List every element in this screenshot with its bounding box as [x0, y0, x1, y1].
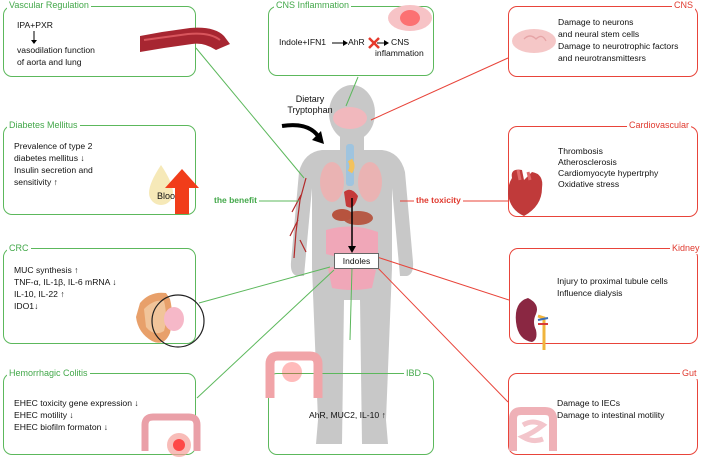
benefit-label: the benefit	[212, 195, 259, 205]
hc-line-3: EHEC biofilm formaton ↓	[14, 422, 109, 432]
diabetes-mellitus-box	[3, 125, 196, 215]
cns-inflammation-line-1: Indole+IFN1	[279, 37, 327, 47]
gut-box	[508, 373, 698, 455]
crc-line-1: MUC synthesis ↑	[14, 265, 79, 275]
body-organs	[320, 107, 382, 290]
hemorrhagic-colitis-title: Hemorrhagic Colitis	[7, 368, 90, 379]
vascular-line-1: IPA+PXR	[17, 20, 53, 30]
down-arrow-icon: ↓	[134, 398, 139, 408]
cns-line-4: and neurotransmittesrs	[558, 53, 646, 63]
kidney-icon	[515, 298, 549, 350]
up-arrow-icon: ↑	[60, 289, 65, 299]
blood-drop-icon	[149, 165, 173, 205]
right-arrow-icon	[332, 40, 348, 46]
up-arrow-icon: ↑	[53, 177, 58, 187]
big-up-arrow-icon	[165, 169, 199, 214]
up-arrow-icon: ↑	[74, 265, 79, 275]
gut-line-1: Damage to IECs	[557, 398, 621, 408]
kidney-title: Kidney	[670, 243, 702, 254]
crc-box	[3, 248, 196, 344]
kidney-box	[509, 248, 698, 344]
down-arrow-icon	[31, 31, 37, 44]
crc-title: CRC	[7, 243, 31, 254]
cns-inflammation-line-2: inflammation	[375, 48, 424, 58]
crc-line-4: IDO1↓	[14, 301, 39, 311]
colon-inflamed-icon	[265, 351, 323, 398]
cns-inflammation-ahr: AhR	[348, 37, 365, 47]
down-arrow-icon: ↓	[112, 277, 117, 287]
ibd-title: IBD	[404, 368, 424, 379]
intestine-icon	[509, 407, 557, 451]
vascular-line-2: vasodilation function	[17, 45, 95, 55]
colon-hemorrhage-icon	[141, 413, 201, 457]
red-connectors	[370, 57, 510, 403]
diabetes-mellitus-title: Diabetes Mellitus	[7, 120, 80, 131]
diabetes-line-3: Insulin secretion and	[14, 165, 93, 175]
cns-title: CNS	[672, 0, 696, 11]
cardio-line-3: Cardiomyocyte hypertrphy	[558, 168, 659, 178]
up-arrow-icon: ↑	[381, 410, 386, 420]
gut-title: Gut	[680, 368, 699, 379]
kidney-line-1: Injury to proximal tubule cells	[557, 276, 668, 286]
down-arrow-icon: ↓	[103, 422, 109, 432]
cardio-line-4: Oxidative stress	[558, 179, 620, 189]
dietary-arrow	[281, 123, 320, 138]
hemorrhagic-colitis-box	[3, 373, 196, 455]
heart-icon	[508, 169, 543, 216]
indoles-label: Indoles	[334, 253, 379, 269]
cns-line-2: and neural stem cells	[558, 29, 640, 39]
cns-inflammation-title: CNS Inflammation	[274, 0, 352, 11]
hc-line-2: EHEC motility ↓	[14, 410, 74, 420]
down-arrow-icon: ↓	[34, 301, 39, 311]
cardio-line-1: Thrombosis	[558, 146, 603, 156]
diabetes-line-1: Prevalence of type 2	[14, 141, 93, 151]
crc-line-3: IL-10, IL-22 ↑	[14, 289, 65, 299]
brain-inflamed-icon	[388, 5, 432, 31]
vascular-line-3: of aorta and lung	[17, 57, 82, 67]
cns-box	[508, 6, 698, 77]
ibd-box	[268, 373, 434, 455]
toxicity-label: the toxicity	[414, 195, 463, 205]
colon-tumor-icon	[136, 292, 205, 348]
blocked-x-icon	[368, 37, 380, 49]
crc-line-2: TNF-α, IL-1β, IL-6 mRNA ↓	[14, 277, 117, 287]
kidney-line-2: Influence dialysis	[557, 288, 623, 298]
down-arrow-icon: ↓	[80, 153, 85, 163]
gut-line-2: Damage to intestinal motility	[557, 410, 665, 420]
cns-line-3: Damage to neurotrophic factors	[558, 41, 679, 51]
brain-icon	[512, 29, 556, 53]
right-arrow-icon	[377, 40, 389, 46]
cns-line-1: Damage to neurons	[558, 17, 634, 27]
vascular-regulation-title: Vascular Regulation	[7, 0, 91, 11]
cardiovascular-title: Cardiovascular	[627, 120, 692, 131]
diabetes-line-4: sensitivity ↑	[14, 177, 58, 187]
arm-vessels	[289, 177, 307, 259]
dietary-tryptophan-label: Dietary Tryptophan	[287, 94, 333, 115]
ibd-line-1: AhR, MUC2, IL-10 ↑	[309, 410, 386, 420]
blood-vessel-icon	[140, 27, 230, 52]
cardio-line-2: Atherosclerosis	[558, 157, 617, 167]
hc-line-1: EHEC toxicity gene expression ↓	[14, 398, 139, 408]
diabetes-line-2: diabetes mellitus ↓	[14, 153, 85, 163]
cns-inflammation-cns: CNS	[391, 37, 410, 47]
cardiovascular-box	[508, 126, 698, 217]
blood-label: Blood	[157, 191, 181, 201]
down-arrow-icon: ↓	[69, 410, 74, 420]
